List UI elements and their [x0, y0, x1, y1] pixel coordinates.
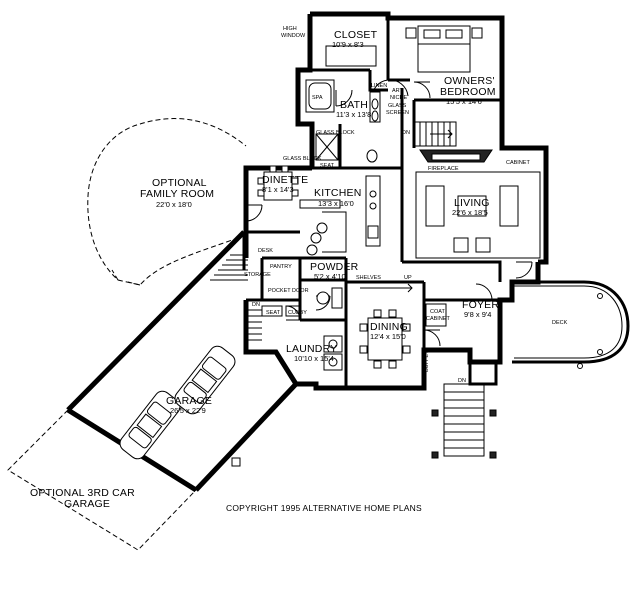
owners-bed	[405, 25, 483, 73]
garage-car-right	[174, 345, 236, 415]
stair-garage	[210, 254, 262, 341]
high-window-label-1: HIGH	[283, 26, 297, 32]
optional-3rd-car-garage-outline	[7, 409, 197, 551]
optional-3rd-garage-name-1: OPTIONAL 3RD CAR	[30, 487, 135, 499]
glass-block-dinette-label: GLASS BLOCK	[283, 156, 322, 162]
glass-screen-label-1: GLASS	[388, 103, 407, 109]
seat-laundry-label: SEAT	[266, 310, 281, 316]
kitchen-name: KITCHEN	[314, 187, 362, 199]
deck	[512, 280, 630, 369]
bath-spa	[305, 79, 335, 113]
fireplace-label: FIREPLACE	[428, 166, 459, 172]
dn-front-label: DN	[458, 378, 466, 384]
bath-fixtures	[315, 91, 381, 163]
stair-front	[431, 383, 497, 459]
optional-3rd-garage-name-2: GARAGE	[64, 498, 110, 510]
owners-bedroom-dim: 15'5 x 14'6	[446, 97, 482, 106]
bath-name: BATH	[340, 99, 368, 111]
living-dim: 22'6 x 18'5	[452, 208, 488, 217]
glass-screen-label-2: SCREEN	[386, 110, 409, 116]
kitchen-counters	[299, 175, 381, 256]
powder-dim: 5'2 x 4'10	[314, 272, 346, 281]
dn-upper-label: DN	[402, 130, 410, 136]
room-labels: CLOSET 10'9 x 8'3 OWNERS' BEDROOM 15'5 x…	[30, 29, 568, 510]
closet-dim: 10'9 x 8'3	[332, 40, 364, 49]
shelves-label: SHELVES	[356, 275, 381, 281]
high-window-label-2: WINDOW	[281, 33, 306, 39]
storage-label: STORAGE	[244, 272, 271, 278]
family-room-dim: 22'0 x 18'0	[156, 200, 192, 209]
fireplace	[419, 149, 493, 163]
optional-family-room-outline	[87, 118, 247, 286]
kitchen-dim: 13'3 x 16'0	[318, 199, 354, 208]
stair-upper	[413, 121, 457, 147]
closet-shelf	[325, 45, 377, 67]
dining-name: DINING	[370, 321, 408, 333]
bath-dim: 11'3 x 13'8	[336, 110, 371, 119]
laundry-name: LAUNDRY	[286, 343, 337, 355]
seat-bath-label: SEAT	[320, 163, 335, 169]
coat-cabinet-label-2: CABINET	[426, 316, 450, 322]
buffet-label: BUFFET	[424, 350, 430, 372]
closet-name: CLOSET	[334, 29, 378, 41]
laundry-dim: 10'10 x 15'4	[294, 354, 334, 363]
cubby-label: CUBBY	[288, 310, 307, 316]
interior-walls	[246, 18, 502, 388]
foyer-dim: 9'8 x 9'4	[464, 310, 491, 319]
glass-block-bath-label: GLASS BLOCK	[316, 130, 355, 136]
art-niche-label-2: NICHE	[390, 95, 407, 101]
dinette-name: DINETTE	[262, 174, 308, 186]
foyer-coat-cabinet	[425, 303, 447, 327]
laundry-fixtures	[261, 305, 343, 371]
garage-car-left	[119, 390, 181, 460]
garage-name: GARAGE	[166, 395, 212, 407]
annotation-labels: HIGH WINDOW SPA LINEN ART NICHE GLASS SC…	[244, 26, 530, 384]
family-room-name-2: FAMILY ROOM	[140, 188, 214, 200]
dn-garage-label: DN	[252, 302, 260, 308]
art-niche-label-1: ART	[392, 88, 404, 94]
dinette-table	[257, 165, 299, 201]
pocket-door-label: POCKET DOOR	[268, 288, 309, 294]
owners-bedroom-name-1: OWNERS'	[444, 75, 495, 87]
coat-cabinet-label-1: COAT	[430, 309, 446, 315]
foyer-name: FOYER	[462, 299, 499, 311]
living-furniture	[415, 171, 541, 259]
deck-name: DECK	[552, 320, 568, 326]
owners-bedroom-name-2: BEDROOM	[440, 86, 496, 98]
living-name: LIVING	[454, 197, 490, 209]
garage-dim: 26'5 x 22'9	[170, 406, 206, 415]
powder-name: POWDER	[310, 261, 359, 273]
dining-dim: 12'4 x 15'0	[370, 332, 406, 341]
spa-label: SPA	[312, 95, 323, 101]
desk-label: DESK	[258, 248, 273, 254]
pantry-label: PANTRY	[270, 264, 292, 270]
cabinet-label: CABINET	[506, 160, 530, 166]
dining-table	[359, 283, 413, 369]
up-label: UP	[404, 275, 412, 281]
powder-fixtures	[316, 287, 343, 309]
copyright-text: COPYRIGHT 1995 ALTERNATIVE HOME PLANS	[226, 503, 422, 513]
linen-label: LINEN	[371, 83, 387, 89]
dinette-dim: 8'1 x 14'3	[262, 185, 294, 194]
doors	[245, 79, 533, 347]
family-room-name-1: OPTIONAL	[152, 177, 207, 189]
